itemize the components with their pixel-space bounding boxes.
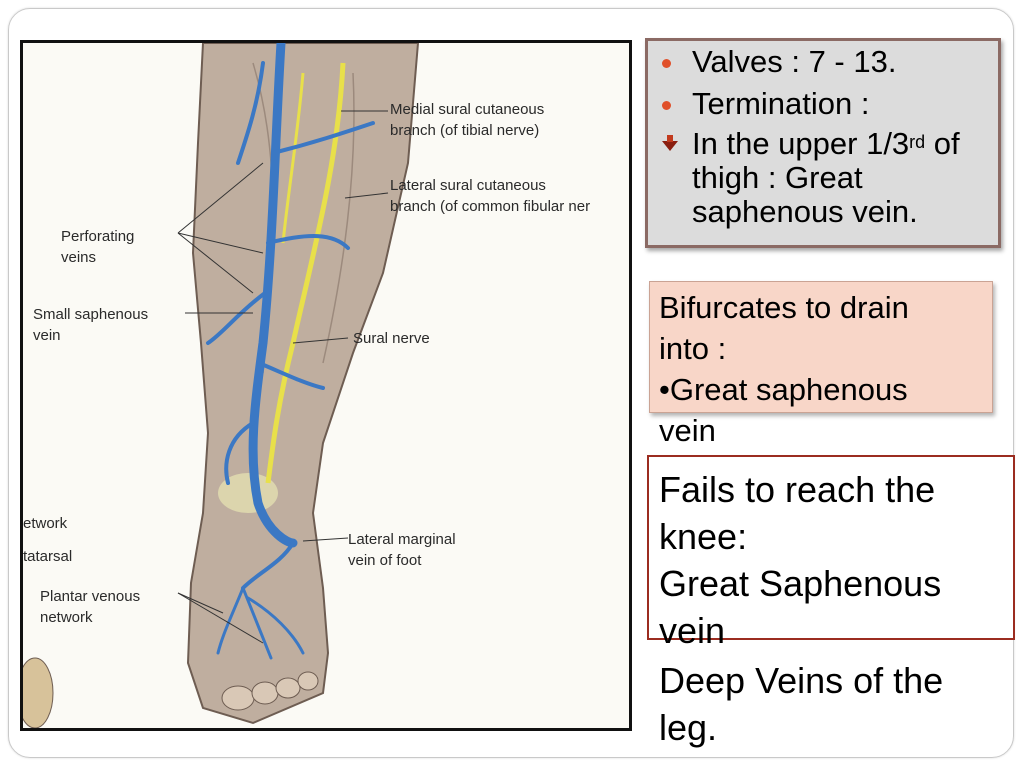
arrow-down-bullet-icon xyxy=(662,135,678,151)
label-metatarsal: tatarsal xyxy=(23,548,73,565)
small-saphenous-vein xyxy=(206,43,375,660)
label-medial-sural: Medial sural cutaneous branch (of tibial… xyxy=(390,101,545,139)
label-lateral-sural: Lateral sural cutaneous branch (of commo… xyxy=(390,177,591,215)
sural-nerve xyxy=(265,62,346,484)
leader-lines xyxy=(177,110,389,644)
bifurcates-text: Bifurcates to drain into : •Great saphen… xyxy=(659,290,909,448)
fails-text: Fails to reach the knee: Great Saphenous… xyxy=(659,469,942,651)
label-perforating-veins: Perforating veins xyxy=(61,228,135,266)
slide-frame xyxy=(8,8,1014,758)
label-sural-nerve: Sural nerve xyxy=(353,330,430,347)
bifurcates-box xyxy=(649,281,993,413)
leg-illustration xyxy=(23,43,420,728)
toes xyxy=(23,657,319,728)
label-lateral-marginal-vein: Lateral marginal vein of foot xyxy=(348,531,456,569)
valves-box: Valves : 7 - 13. Termination : In the up… xyxy=(645,38,1001,248)
label-plantar-venous-network: Plantar venous network xyxy=(40,588,141,626)
deep-veins-text: Deep Veins of the leg. xyxy=(659,660,944,748)
fails-box xyxy=(647,455,1015,640)
bullet-dot-icon xyxy=(662,59,671,68)
bullet-dot-icon xyxy=(662,101,671,110)
leg-anatomy-figure: Medial sural cutaneous branch (of tibial… xyxy=(20,40,632,731)
label-small-saphenous: Small saphenous vein xyxy=(33,306,149,344)
label-network: etwork xyxy=(23,515,68,532)
